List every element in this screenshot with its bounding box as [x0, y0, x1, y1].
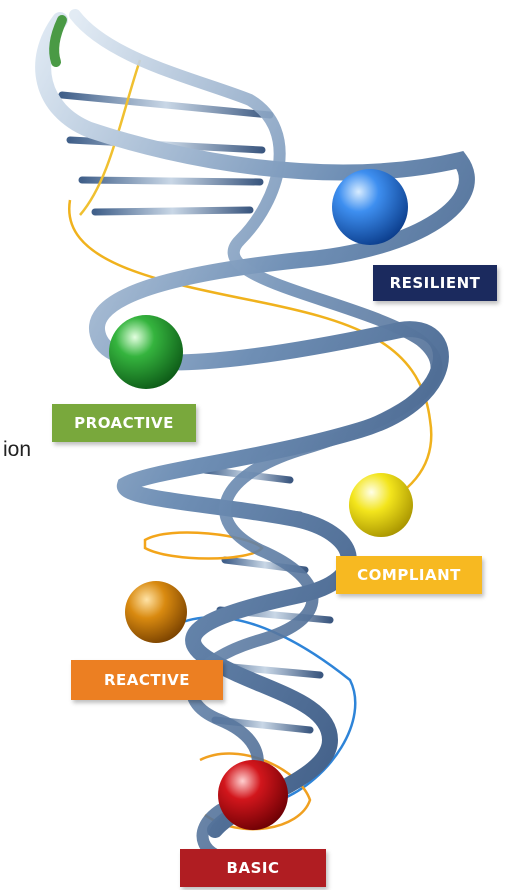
label-proactive: PROACTIVE [52, 404, 196, 442]
label-reactive: REACTIVE [71, 660, 223, 700]
cut-off-text: ion [3, 438, 32, 461]
green-sphere [109, 315, 183, 389]
yellow-sphere [349, 473, 413, 537]
red-sphere [218, 760, 288, 830]
orange-sphere [125, 581, 187, 643]
top-green-segment [49, 15, 67, 67]
blue-sphere [332, 169, 408, 245]
label-compliant: COMPLIANT [336, 556, 482, 594]
helix-strand-2 [69, 9, 443, 866]
label-basic: BASIC [180, 849, 326, 887]
label-resilient: RESILIENT [373, 265, 497, 301]
